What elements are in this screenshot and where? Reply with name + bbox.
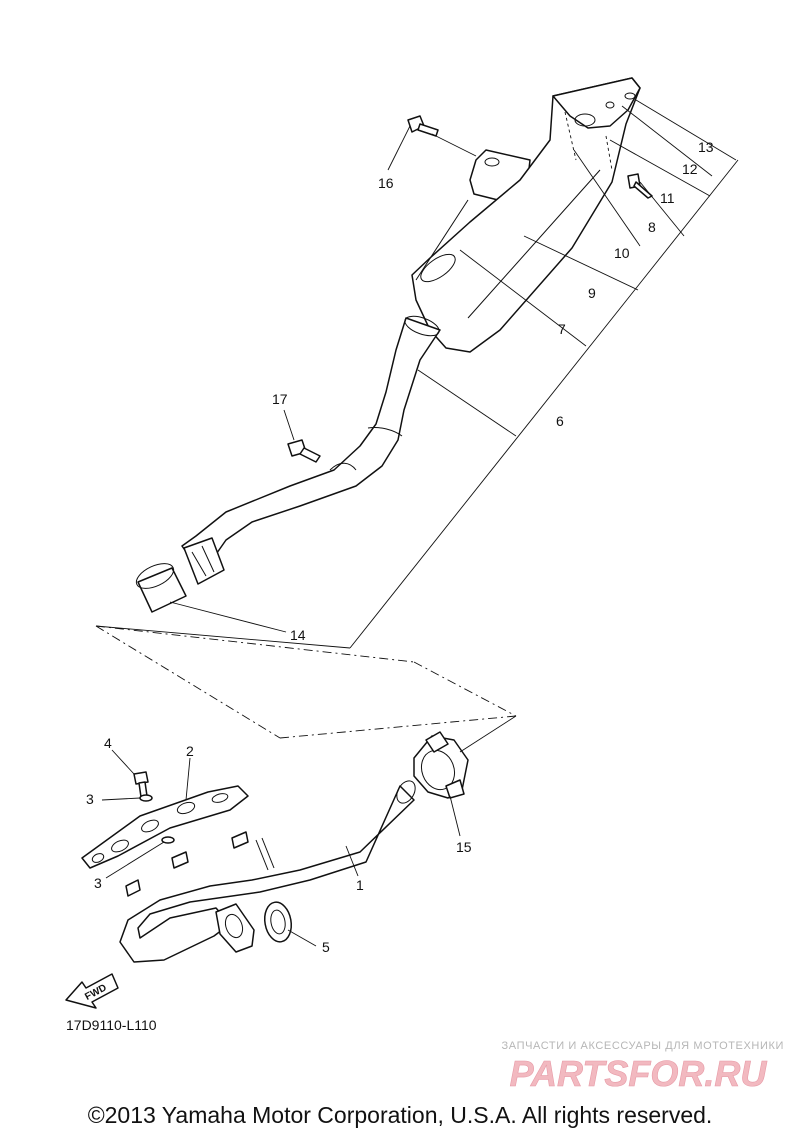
callout-15: 15 (456, 839, 472, 855)
callout-2: 2 (186, 743, 194, 759)
clamp-15 (413, 731, 469, 799)
exhaust-parts-diagram: 13 12 11 8 10 9 7 6 16 17 14 4 2 3 3 1 5… (65, 77, 739, 1033)
callout-4: 4 (104, 735, 112, 751)
leader-lines (95, 99, 739, 947)
reference-line (279, 715, 517, 739)
callout-14: 14 (290, 627, 306, 643)
callout-13: 13 (698, 139, 714, 155)
callout-17: 17 (272, 391, 288, 407)
pipe-weld-seam (367, 427, 403, 437)
header-tab (231, 831, 249, 849)
callout-8: 8 (648, 219, 656, 235)
end-cap-bolt-hole (605, 101, 615, 109)
diagram-code: 17D9110-L110 (66, 1017, 157, 1033)
bolt-17 (287, 439, 321, 463)
muffler-body (411, 77, 641, 353)
muffler-end-cap (552, 77, 641, 129)
header-collar (255, 839, 269, 871)
bolt-16 (407, 115, 439, 137)
callout-12: 12 (682, 161, 698, 177)
gasket-5 (263, 901, 293, 943)
exhaust-header-pipe (119, 780, 416, 963)
heat-protector-2 (81, 785, 249, 869)
end-cap-outlet (574, 113, 596, 127)
washer-3-lower (161, 836, 175, 844)
watermark-logo-text: PARTSFOR.RU (510, 1053, 768, 1094)
pipe-slotted-end (183, 537, 225, 585)
bracket-hole (484, 157, 500, 167)
callout-9: 9 (588, 285, 596, 301)
callout-labels: 13 12 11 8 10 9 7 6 16 17 14 4 2 3 3 1 5… (86, 139, 714, 955)
reference-line (459, 715, 517, 753)
muffler-seam (467, 169, 601, 319)
end-cap-bolt-hole (624, 92, 636, 100)
watermark-logo: PARTSFOR.RU (509, 1053, 768, 1094)
pipe-slots (191, 545, 215, 577)
muffler-inlet-pipe (181, 317, 441, 567)
callout-10: 10 (614, 245, 630, 261)
callout-3-upper: 3 (86, 791, 94, 807)
washer-3-upper (139, 794, 153, 802)
gasket-14 (135, 563, 187, 613)
muffler-assembly (181, 77, 641, 585)
bolt-4 (133, 771, 149, 798)
header-tab (125, 879, 141, 897)
muffler-inlet-ring (420, 253, 456, 283)
watermark-tagline: ЗАПЧАСТИ И АКСЕССУАРЫ ДЛЯ МОТОТЕХНИКИ (501, 1040, 784, 1052)
callout-1: 1 (356, 877, 364, 893)
muffler-seam (415, 199, 469, 281)
reference-line (95, 625, 415, 663)
callout-16: 16 (378, 175, 394, 191)
reference-line (95, 625, 281, 739)
screw-11 (627, 173, 653, 199)
fwd-arrow-icon: FWD (65, 973, 119, 1009)
reference-line (413, 661, 517, 717)
callout-3-lower: 3 (94, 875, 102, 891)
copyright-notice: ©2013 Yamaha Motor Corporation, U.S.A. A… (87, 1102, 713, 1128)
callout-11: 11 (660, 190, 675, 206)
header-collar (261, 837, 275, 869)
pipe-mount-boss (329, 462, 357, 471)
flange-port (224, 913, 244, 939)
callout-7: 7 (558, 321, 566, 337)
callout-5: 5 (322, 939, 330, 955)
callout-6: 6 (556, 413, 564, 429)
header-tab (171, 851, 189, 869)
baffle-hidden-line (564, 111, 577, 161)
header-flange (215, 903, 255, 953)
inlet-pipe-flare (404, 315, 440, 337)
header-outlet (396, 780, 416, 804)
